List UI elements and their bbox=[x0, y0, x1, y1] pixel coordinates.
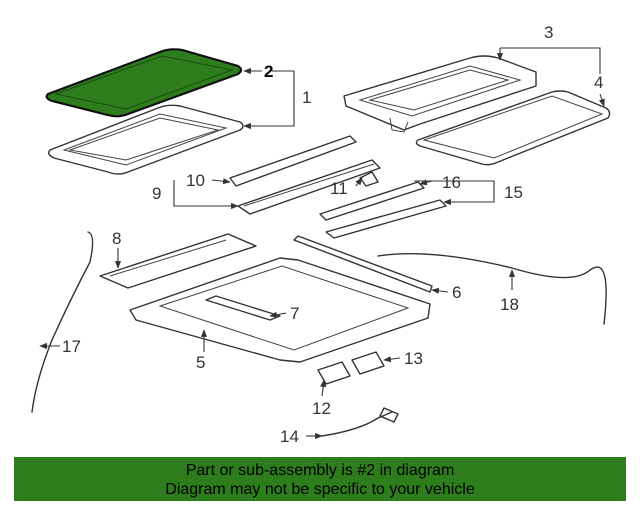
callout-15: 15 bbox=[504, 183, 523, 202]
callout-14: 14 bbox=[280, 427, 299, 446]
callout-9: 9 bbox=[152, 184, 161, 203]
callout-6: 6 bbox=[452, 283, 461, 302]
part-17-drain-hose[interactable] bbox=[31, 231, 94, 413]
callout-10: 10 bbox=[186, 171, 205, 190]
part-9-deflector[interactable] bbox=[237, 159, 381, 215]
callout-12: 12 bbox=[312, 399, 331, 418]
part-11-bracket[interactable] bbox=[359, 171, 379, 187]
part-12-motor[interactable] bbox=[317, 361, 351, 385]
callout-8: 8 bbox=[112, 229, 121, 248]
part-1-glass-frame[interactable] bbox=[47, 104, 244, 175]
callout-3: 3 bbox=[544, 23, 553, 42]
part-10-strip[interactable] bbox=[229, 135, 357, 187]
callout-17: 17 bbox=[62, 337, 81, 356]
callout-16: 16 bbox=[442, 173, 461, 192]
part-15-deflector[interactable] bbox=[325, 199, 447, 239]
callout-2: 2 bbox=[264, 62, 273, 81]
part-4-seal[interactable] bbox=[415, 90, 611, 166]
part-8-panel[interactable] bbox=[99, 233, 257, 289]
part-5-frame[interactable] bbox=[129, 257, 431, 363]
info-banner: Part or sub-assembly is #2 in diagram Di… bbox=[14, 457, 626, 501]
callout-5: 5 bbox=[196, 353, 205, 372]
part-16-strip[interactable] bbox=[319, 181, 425, 221]
banner-line-1: Part or sub-assembly is #2 in diagram bbox=[185, 462, 455, 479]
banner-line-2: Diagram may not be specific to your vehi… bbox=[165, 481, 475, 498]
callout-1: 1 bbox=[302, 88, 311, 107]
part-18-drain-hose[interactable] bbox=[377, 253, 607, 325]
callout-13: 13 bbox=[404, 349, 423, 368]
part-13-motor[interactable] bbox=[351, 351, 385, 375]
callout-18: 18 bbox=[500, 295, 519, 314]
sunroof-parts-diagram: 2 1 3 4 10 9 11 16 15 8 6 18 7 5 13 17 1… bbox=[31, 23, 611, 446]
callout-4: 4 bbox=[594, 73, 603, 92]
part-7-bracket[interactable] bbox=[205, 295, 281, 321]
part-14-harness[interactable] bbox=[321, 407, 399, 437]
part-2-glass-panel[interactable] bbox=[45, 48, 243, 118]
part-3-housing[interactable] bbox=[343, 55, 537, 133]
part-6-rail[interactable] bbox=[293, 235, 433, 293]
leader-lines bbox=[39, 47, 605, 440]
callout-11: 11 bbox=[330, 179, 348, 198]
callout-7: 7 bbox=[290, 304, 299, 323]
